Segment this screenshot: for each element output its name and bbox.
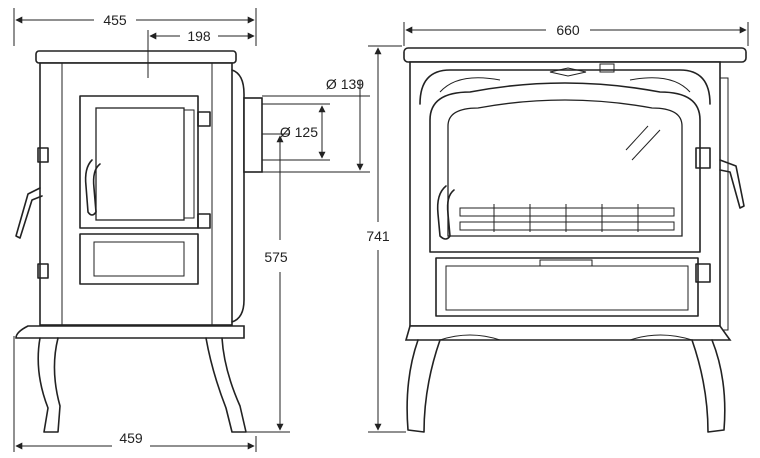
side-door-hinge-top xyxy=(197,111,211,127)
side-hinge-top xyxy=(37,147,49,163)
front-ashpan-handle xyxy=(539,259,593,267)
dim-side-bottom-width: 459 xyxy=(119,430,143,446)
dim-side-top-width: 455 xyxy=(103,12,127,28)
side-top-plate xyxy=(35,50,237,64)
side-door-glass xyxy=(95,107,185,221)
dim-flue-height: 575 xyxy=(264,249,288,265)
side-door-handle-icon xyxy=(84,159,101,216)
front-side-handle-icon xyxy=(719,159,745,209)
side-flue-collar xyxy=(243,97,263,173)
dim-flue-inner-diameter: Ø 125 xyxy=(280,124,318,140)
side-leg-rear xyxy=(205,337,247,433)
side-view xyxy=(15,50,263,433)
dim-total-height: 741 xyxy=(366,228,390,244)
front-ornament-icon xyxy=(549,67,587,77)
front-top-plate xyxy=(403,47,747,63)
front-door-frame xyxy=(429,82,701,253)
front-grate xyxy=(459,204,675,232)
side-leg-front xyxy=(37,337,61,433)
front-leg-right xyxy=(691,339,726,433)
side-door-frame xyxy=(79,95,199,229)
dim-front-width: 660 xyxy=(556,22,580,38)
side-ashpan xyxy=(79,233,199,285)
front-door-glass xyxy=(447,99,683,237)
front-view xyxy=(403,47,747,433)
front-base xyxy=(404,325,732,341)
front-header-arch xyxy=(419,69,711,105)
front-dimensions: 660 741 xyxy=(366,22,749,433)
side-handle-icon xyxy=(15,187,43,239)
dim-side-flue-offset: 198 xyxy=(187,28,211,44)
side-base xyxy=(15,325,245,339)
front-door-handle-icon xyxy=(436,185,455,240)
side-rear-panel xyxy=(231,69,245,323)
front-hinge-top xyxy=(695,147,711,169)
front-ashpan xyxy=(435,257,699,317)
side-door-hinge-bottom xyxy=(197,213,211,229)
side-hinge-bottom xyxy=(37,263,49,279)
side-dimensions: 455 198 Ø 139 Ø 125 575 459 xyxy=(13,8,370,452)
dim-flue-outer-diameter: Ø 139 xyxy=(326,76,364,92)
front-hinge-bottom xyxy=(695,263,711,283)
front-leg-left xyxy=(406,339,441,433)
